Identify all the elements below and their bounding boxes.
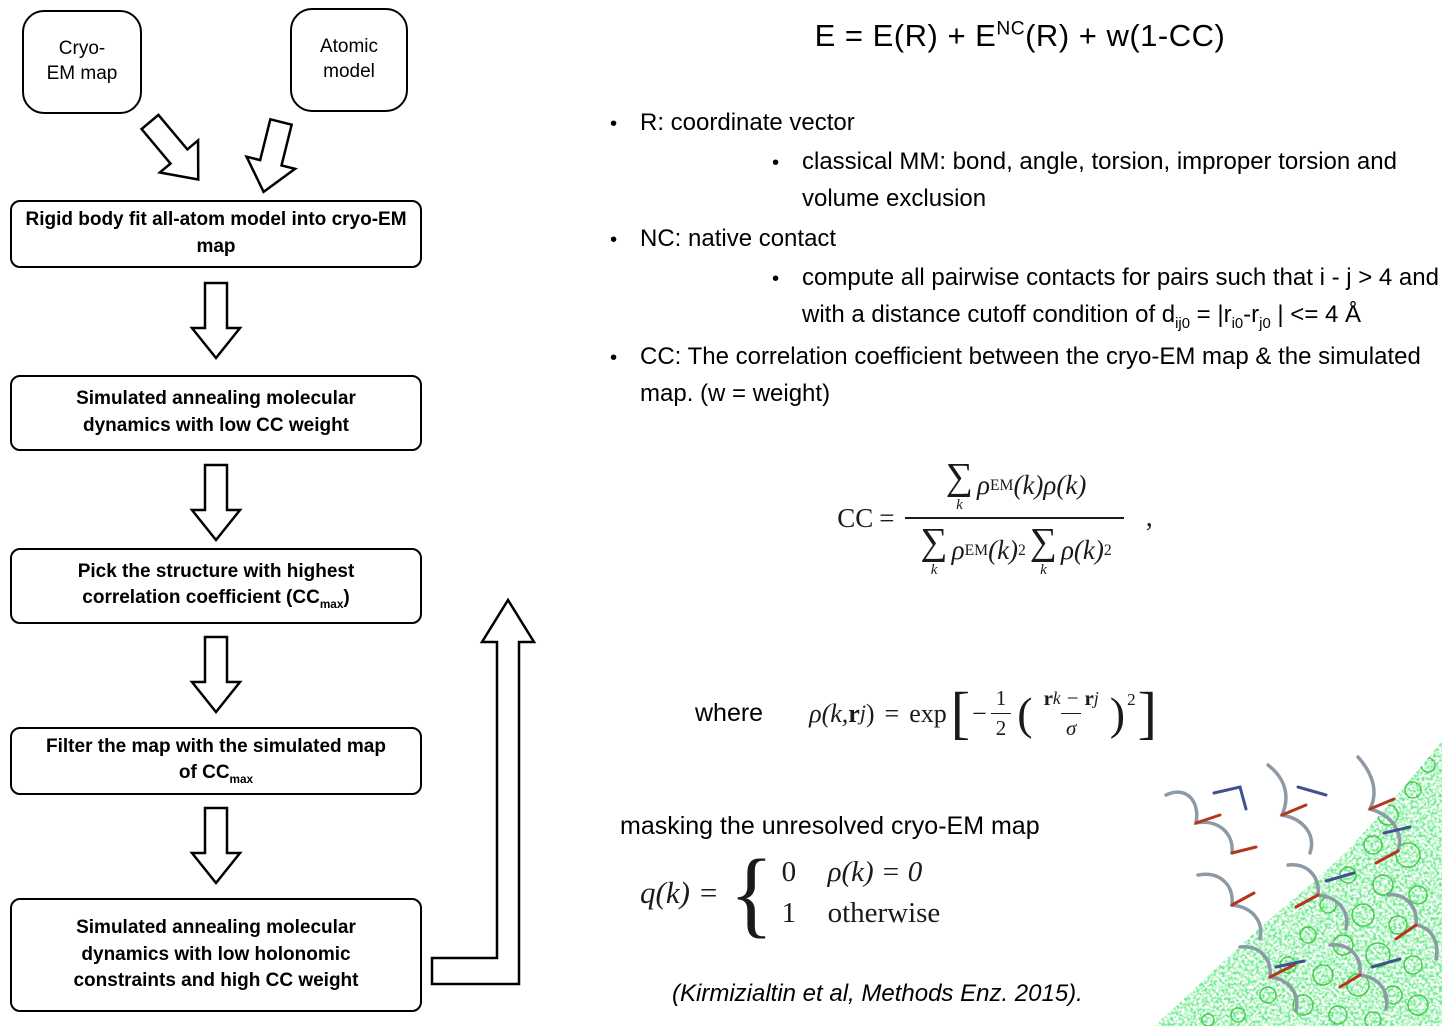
q-equation: q(k) = { 0 ρ(k) = 0 1 otherwise <box>640 838 941 947</box>
bullet-nc-native-contact: NC: native contact <box>610 220 1442 257</box>
arrow-step3-step4 <box>189 635 243 715</box>
flowchart-step-rigid-body-fit: Rigid body fit all-atom model into cryo-… <box>10 200 422 268</box>
sum-symbol: ∑k <box>945 456 973 513</box>
arrow-step1-step2 <box>189 281 243 361</box>
bullet-pairwise-contacts: compute all pairwise contacts for pairs … <box>772 259 1442 336</box>
arrow-step4-step5 <box>189 806 243 886</box>
arrow-atomic-to-fit <box>244 117 298 194</box>
step2-label: Simulated annealing molecular dynamics w… <box>76 388 356 436</box>
flowchart-step-sa-md-low-cc: Simulated annealing molecular dynamics w… <box>10 375 422 451</box>
cryo-em-map-label-line1: Cryo- <box>58 38 106 60</box>
flowchart-step-pick-ccmax: Pick the structure with highest correlat… <box>10 548 422 624</box>
bullet-dot <box>610 220 640 257</box>
step4-label: Filter the map with the simulated map of… <box>46 735 386 786</box>
arrow-cryo-to-fit <box>139 113 200 181</box>
masking-label: masking the unresolved cryo-EM map <box>620 812 1040 840</box>
cases-brace: { <box>729 838 774 947</box>
cryo-em-map-label-line2: EM map <box>46 63 118 84</box>
bullet-dot <box>772 259 802 336</box>
sum-symbol: ∑k <box>920 521 948 578</box>
q-equation-lhs: q(k) <box>640 874 690 910</box>
cc-equation-lhs: CC <box>837 502 874 533</box>
flowchart-box-atomic-model: Atomic model <box>290 8 408 112</box>
case-row: 0 ρ(k) = 0 <box>781 856 923 888</box>
where-label: where <box>695 699 764 727</box>
arrow-feedback-loop <box>430 597 537 986</box>
bullet-r-coordinate-vector: R: coordinate vector <box>610 104 1442 141</box>
atomic-sticks <box>1164 755 1439 1013</box>
bullet-dot <box>610 104 640 141</box>
arrow-step2-step3 <box>189 463 243 543</box>
flowchart-step-sa-md-high-cc: Simulated annealing molecular dynamics w… <box>10 898 422 1012</box>
flowchart-box-cryo-em-map: Cryo- EM map <box>22 10 142 114</box>
bullet-list: R: coordinate vector classical MM: bond,… <box>600 104 1442 414</box>
density-mesh <box>1154 741 1442 1026</box>
atomic-model-label-line2: model <box>323 61 375 82</box>
case-row: 1 otherwise <box>781 896 941 929</box>
bullet-cc-correlation: CC: The correlation coefficient between … <box>610 338 1442 412</box>
bullet-dot <box>772 143 802 217</box>
atomic-model-label-line1: Atomic <box>319 36 379 58</box>
step1-label: Rigid body fit all-atom model into cryo-… <box>25 209 407 257</box>
molecule-density-figure <box>1154 741 1442 1026</box>
citation: (Kirmizialtin et al, Methods Enz. 2015). <box>672 980 1083 1007</box>
bullet-classical-mm: classical MM: bond, angle, torsion, impr… <box>772 143 1442 217</box>
step5-label: Simulated annealing molecular dynamics w… <box>73 917 359 992</box>
bullet-dot <box>610 338 640 412</box>
energy-equation: E = E(R) + ENC(R) + w(1-CC) <box>814 18 1226 53</box>
sum-symbol: ∑k <box>1029 521 1057 578</box>
cases-rows: 0 ρ(k) = 0 1 otherwise <box>782 852 941 933</box>
flowchart-step-filter-map: Filter the map with the simulated map of… <box>10 727 422 795</box>
flowchart-arrows <box>139 113 537 986</box>
step3-label: Pick the structure with highest correlat… <box>77 560 355 611</box>
